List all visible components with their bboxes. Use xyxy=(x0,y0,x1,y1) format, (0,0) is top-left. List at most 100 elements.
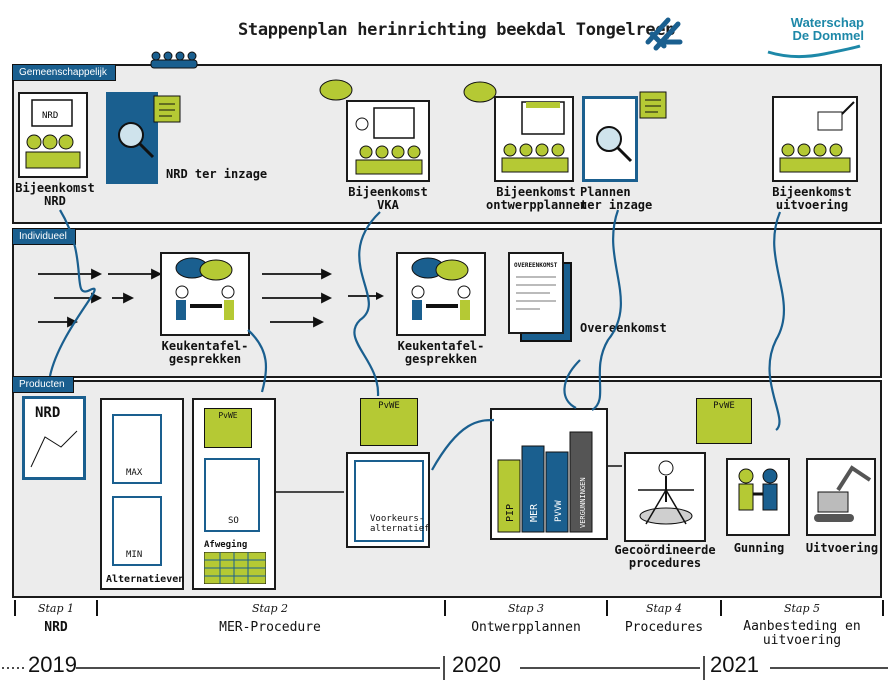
min-label: MIN xyxy=(126,550,143,560)
label-overeenkomst: Overeenkomst xyxy=(580,321,667,335)
wave-logo-icon xyxy=(767,44,861,59)
uitvoering-card xyxy=(806,458,876,536)
year-2019: 2019 xyxy=(28,652,77,677)
max-label: MAX xyxy=(126,468,143,478)
stap4-label: Stap 4 xyxy=(645,602,683,615)
band-tab-individueel: Individueel xyxy=(12,228,76,245)
stap3-name: Ontwerpplannen xyxy=(471,620,581,635)
overeenkomst-doc-title: OVEREENKOMST xyxy=(514,262,558,269)
stap1-label: Stap 1 xyxy=(37,602,75,615)
vergunningen-label: VERGUNNINGEN xyxy=(579,477,587,528)
mer-card: PvWE SO Afweging xyxy=(192,398,276,590)
stap4-name: Procedures xyxy=(624,620,704,635)
step-divider xyxy=(96,600,98,616)
voorkeursalternatief-card: Voorkeurs- alternatief xyxy=(346,452,430,548)
nrd-doc-title: NRD xyxy=(35,405,61,421)
excavator-icon xyxy=(814,465,872,522)
step-divider xyxy=(882,600,884,616)
max-map-card: MAX xyxy=(112,414,162,484)
bijeenkomst-vka-card xyxy=(346,100,430,182)
stap3-label: Stap 3 xyxy=(507,602,545,615)
pvwe1-doc: PvWE xyxy=(204,408,252,448)
step-divider xyxy=(606,600,608,616)
handshake-icon xyxy=(738,468,778,511)
overeenkomst-doc: OVEREENKOMST xyxy=(508,252,564,334)
pvwe3-doc: PvWE xyxy=(696,398,752,444)
svg-text:NRD: NRD xyxy=(42,111,58,121)
flow-arrow-icon xyxy=(348,292,384,300)
pvwe1-label: PvWE xyxy=(218,411,238,420)
keukentafel2-card xyxy=(396,252,486,336)
alternatieven-label: Alternatieven xyxy=(106,574,185,585)
nrd-ter-inzage-card xyxy=(106,92,158,184)
books-card: PIP MER PVVW VERGUNNINGEN xyxy=(490,408,608,540)
afweging-label: Afweging xyxy=(204,540,248,550)
label-gecoordineerde: Gecoördineerde procedures xyxy=(614,543,716,570)
label-keukentafel2: Keukentafel- gesprekken xyxy=(397,339,485,366)
pvwe2-label: PvWE xyxy=(378,401,400,411)
stap2-label: Stap 2 xyxy=(251,602,289,615)
presentation-icon xyxy=(355,107,423,175)
so-map-card: SO xyxy=(204,458,260,532)
gecoordineerde-card xyxy=(624,452,706,542)
step-divider xyxy=(14,600,16,616)
keukentafel1-card xyxy=(160,252,250,336)
label-bijeenkomst-uitvoering: Bijeenkomst uitvoering xyxy=(772,185,852,212)
speech-bubble-icon xyxy=(319,79,353,101)
stap5-name: Aanbesteding en uitvoering xyxy=(743,619,861,648)
alternatieven-card: MAX MIN Alternatieven xyxy=(100,398,184,590)
magnifier-doc-icon xyxy=(109,95,155,181)
pvwe3-label: PvWE xyxy=(713,401,735,411)
voorkeur-map-card: Voorkeurs- alternatief xyxy=(354,460,430,542)
label-nrd-ter-inzage: NRD ter inzage xyxy=(166,167,268,181)
document-lines-icon xyxy=(516,276,556,310)
plannen-ter-inzage-card xyxy=(582,96,638,182)
band-tab-producten: Producten xyxy=(12,376,74,393)
step-divider xyxy=(720,600,722,616)
band-tab-gemeenschappelijk: Gemeenschappelijk xyxy=(12,64,116,81)
nrd-doc-card: NRD xyxy=(22,396,86,480)
label-bijeenkomst-ontwerpplannen: Bijeenkomst ontwerpplannen xyxy=(486,185,588,212)
pip-label: PIP xyxy=(505,504,516,522)
year-timeline-line xyxy=(2,656,888,680)
bijeenkomst-nrd-card: NRD xyxy=(18,92,88,178)
speech-bubble-icon xyxy=(463,81,497,103)
stap1-name: NRD xyxy=(44,620,68,635)
diagram-title: Stappenplan herinrichting beekdal Tongel… xyxy=(238,20,676,40)
stap5-label: Stap 5 xyxy=(783,602,821,615)
label-uitvoering: Uitvoering xyxy=(805,541,879,555)
label-bijeenkomst-vka: Bijeenkomst VKA xyxy=(348,185,428,212)
gunning-card xyxy=(726,458,790,536)
fork-logo-icon xyxy=(645,17,683,51)
label-keukentafel1: Keukentafel- gesprekken xyxy=(161,339,249,366)
label-plannen-ter-inzage: Plannen ter inzage xyxy=(580,185,653,212)
so-label: SO xyxy=(228,516,239,526)
magnifier-plan-icon xyxy=(585,99,635,179)
step-divider xyxy=(444,600,446,616)
coordination-icon xyxy=(638,460,694,525)
kitchen-table-icon xyxy=(411,257,471,320)
label-bijeenkomst-nrd: Bijeenkomst NRD xyxy=(15,181,95,208)
min-map-card: MIN xyxy=(112,496,162,566)
excavator-meeting-icon xyxy=(779,101,855,173)
books-icon: PIP MER PVVW VERGUNNINGEN xyxy=(497,431,593,533)
stap2-name: MER-Procedure xyxy=(219,620,321,635)
mer-label: MER xyxy=(529,503,540,522)
logo-line1: Waterschap xyxy=(790,15,864,30)
pvvw-label: PVVW xyxy=(554,500,564,522)
design-meeting-icon xyxy=(501,101,569,173)
bijeenkomst-uitvoering-card xyxy=(772,96,858,182)
year-2021: 2021 xyxy=(710,652,759,677)
speech-note-icon xyxy=(639,91,667,119)
map-icon xyxy=(30,430,78,468)
afweging-table-icon xyxy=(204,552,266,584)
bijeenkomst-ontwerpplannen-card xyxy=(494,96,574,182)
waterschap-logo: Waterschap De Dommel xyxy=(764,16,864,64)
voorkeursalternatief-label: Voorkeurs- alternatief xyxy=(370,514,430,534)
kitchen-table-icon xyxy=(175,257,235,320)
meeting-audience-icon: NRD xyxy=(25,99,81,169)
speech-note-icon xyxy=(153,95,181,123)
logo-line2: De Dommel xyxy=(792,28,864,43)
label-gunning: Gunning xyxy=(733,541,785,555)
year-2020: 2020 xyxy=(452,652,501,677)
